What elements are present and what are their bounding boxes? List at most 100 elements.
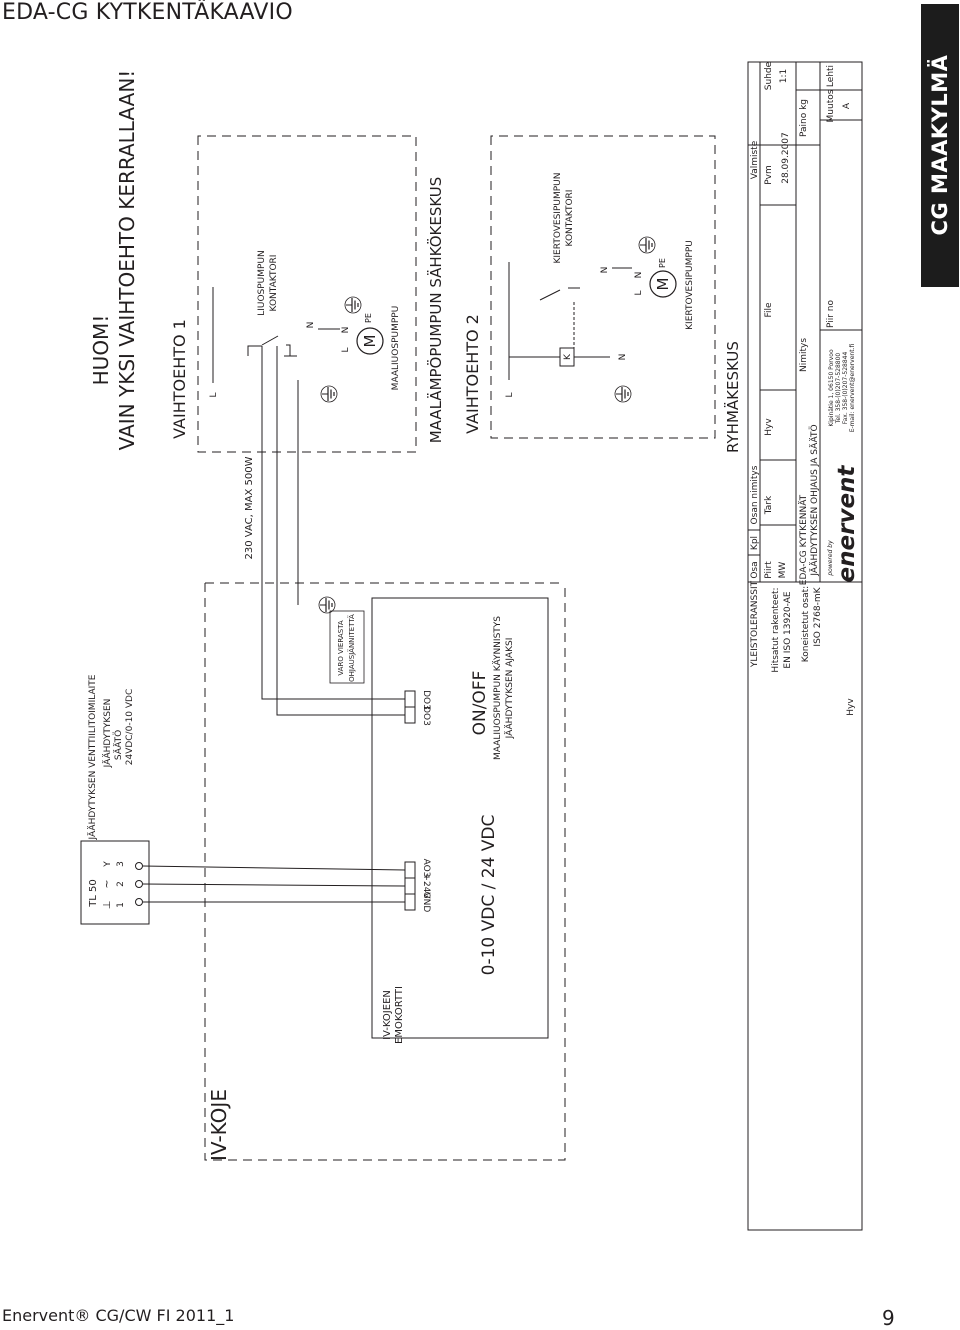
option-1-pump: MAALIUOSPUMPPU xyxy=(391,306,401,391)
option-1-contactor-2: KONTAKTORI xyxy=(269,255,279,312)
onoff-caption: ON/OFF xyxy=(470,671,490,736)
actuator-terminal-2: 2 xyxy=(116,881,126,887)
tb-address-1: Kipinätie 1, 06150 Porvoo xyxy=(828,349,835,427)
tb-paino: Paino kg xyxy=(799,99,809,137)
actuator-symbol-1: ⊥ xyxy=(102,901,113,910)
iv-unit-title: IV-KOJE xyxy=(207,1089,231,1161)
do-wires xyxy=(261,346,405,716)
option-2-contactor-2: KONTAKTORI xyxy=(565,190,575,247)
option-1-contactor-1: LIUOSPUMPUN xyxy=(257,250,267,316)
tb-desc-2: JÄÄHDYTYKSEN OHJAUS JA SÄÄTÖ xyxy=(809,424,820,576)
supply-note: 230 VAC, MAX 500W xyxy=(244,456,255,559)
tb-address-4: E-mail: enervent@enervent.fi xyxy=(849,344,856,433)
option-2-relay-n: N xyxy=(618,354,628,361)
tb-osan-nimitys: Osan nimitys xyxy=(750,465,760,524)
iv-unit-box: IV-KOJE xyxy=(204,582,566,1161)
terminal-label-do3-a: DO3 xyxy=(421,690,431,710)
option-1-title: VAIHTOEHTO 1 xyxy=(170,319,189,439)
tb-logo: enervent xyxy=(834,465,860,583)
tb-file: File xyxy=(764,302,774,318)
ground-symbol-board xyxy=(297,380,336,614)
tb-address-2: Tel. 358-(0)207-528800 xyxy=(835,353,842,425)
ao-caption: 0-10 VDC / 24 VDC xyxy=(479,815,499,976)
do-warning-2: OHJAUSJÄNNITETTÄ xyxy=(347,614,356,682)
actuator-wires xyxy=(142,865,406,903)
option-2-relay: K xyxy=(563,353,573,360)
actuator-terminal-1: 1 xyxy=(116,902,126,908)
valve-actuator: TL 50 ⊥ ~ Y 1 2 3 JÄÄHDYTYKSEN VENTTIILI… xyxy=(80,674,150,925)
motherboard: IV-KOJEEN EMOKORTTI GND +24V AO3 DO3 DO3… xyxy=(329,597,549,1044)
tb-piirt: Piirt xyxy=(764,561,774,579)
option-1-motor-n: N xyxy=(341,327,351,334)
actuator-terminal-3: 3 xyxy=(116,861,126,867)
footer-left: Enervent® CG/CW FI 2011_1 xyxy=(2,1306,235,1325)
actuator-title: JÄÄHDYTYKSEN VENTTIILITOIMILAITE xyxy=(87,674,98,840)
tb-piir-no: Piir no xyxy=(826,300,836,328)
tb-lehti: Lehti xyxy=(826,65,836,87)
option-2-motor-pe: PE xyxy=(658,258,667,268)
page-number: 9 xyxy=(882,1306,895,1330)
tb-tolerances: YLEISTOLERANSSIT xyxy=(750,580,760,668)
actuator-symbol-3: Y xyxy=(103,861,113,868)
board-label-2: EMOKORTTI xyxy=(394,986,405,1044)
tb-machined-2: ISO 2768-mK xyxy=(813,586,823,646)
terminal-label-24v: +24V xyxy=(421,873,431,899)
option-2-box: VAIHTOEHTO 2 L K N KIERTOVESIPUMPUN KONT… xyxy=(463,135,716,439)
option-1-motor-pe: PE xyxy=(364,313,373,323)
option-2-wire-l: L xyxy=(505,392,515,397)
side-tab xyxy=(921,4,959,287)
tb-pvm-value: 28.09.2007 xyxy=(781,132,791,184)
option-1-motor-l: L xyxy=(341,347,351,352)
tb-machined-1: Koneistetut osat: xyxy=(801,586,811,662)
heat-pump-center: MAALÄMPÖPUMPUN SÄHKÖKESKUS xyxy=(426,177,445,444)
tb-welded-2: EN ISO 13920-AE xyxy=(783,591,793,668)
option-2-title: VAIHTOEHTO 2 xyxy=(463,314,482,434)
terminal-label-ao3: AO3 xyxy=(421,859,431,878)
do-warning-1: VARO VIERASTA xyxy=(337,620,345,676)
option-2-motor: M xyxy=(654,278,672,291)
tb-muutos-value: A xyxy=(842,102,852,109)
notice-line-2: VAIN YKSI VAIHTOEHTO KERRALLAAN! xyxy=(115,70,139,451)
tb-osa: Osa xyxy=(750,561,760,578)
tb-welded-1: Hitsatut rakenteet: xyxy=(771,587,781,672)
option-2-pump: KIERTOVESIPUMPPU xyxy=(685,240,695,330)
option-2-motor-n: N xyxy=(634,272,644,279)
tb-address-3: Fax. 358-(0)207-528844 xyxy=(842,352,849,425)
option-2-motor-l: L xyxy=(634,290,644,295)
tb-suhde-value: 1:1 xyxy=(779,69,789,83)
do-warning: VARO VIERASTA OHJAUSJÄNNITETTÄ xyxy=(329,610,365,684)
wiring-diagram: IV-KOJE IV-KOJEEN EMOKORTTI GND +24V AO3… xyxy=(80,61,863,1231)
notice-line-1: HUOM! xyxy=(89,315,113,386)
option-2-contactor-1: KIERTOVESIPUMPUN xyxy=(553,172,563,263)
option-2-wire-n: N xyxy=(600,267,610,274)
group-center: RYHMÄKESKUS xyxy=(723,341,742,453)
ao-terminal-block: GND +24V AO3 xyxy=(404,859,431,912)
option-1-wire-n: N xyxy=(306,322,316,329)
tb-hyv-side: Hyv xyxy=(846,698,856,716)
title-block-text: Osa Kpl Osan nimitys Valmiste YLEISTOLER… xyxy=(750,61,860,715)
actuator-desc-3: 24VDC/0-10 VDC xyxy=(125,689,135,766)
tb-powered-by: powered by xyxy=(827,540,834,577)
option-1-motor: M xyxy=(361,335,379,348)
tb-hyv: Hyv xyxy=(764,418,774,436)
tb-desc-1: EDA-CG KYTKENNÄT xyxy=(798,494,809,585)
board-label-1: IV-KOJEEN xyxy=(382,990,393,1040)
option-1-wire-l: L xyxy=(209,392,219,397)
onoff-desc-2: JÄÄHDYTYKSEN AJAKSI xyxy=(504,638,515,740)
tb-muutos: Muutos xyxy=(826,89,836,122)
actuator-desc-2: SÄÄTÖ xyxy=(113,730,124,760)
tb-nimitys: Nimitys xyxy=(799,338,809,372)
tb-suhde: Suhde xyxy=(764,61,774,90)
option-1-box: VAIHTOEHTO 1 L LIUOSPUMPUN KONTAKTORI N … xyxy=(170,135,417,453)
tb-kpl: Kpl xyxy=(750,536,760,550)
do-terminal-block: DO3 DO3 xyxy=(404,690,431,726)
onoff-desc-1: MAALIUOSPUMPUN KÄYNNISTYS xyxy=(492,616,503,760)
actuator-desc-1: JÄÄHDYTYKSEN xyxy=(102,699,113,769)
title-block xyxy=(747,61,863,1231)
actuator-symbol-2: ~ xyxy=(100,879,113,888)
actuator-model: TL 50 xyxy=(88,879,99,908)
page-title: EDA-CG KYTKENTÄKAAVIO xyxy=(2,0,293,25)
tb-valmiste: Valmiste xyxy=(750,140,760,179)
tb-pvm: Pvm xyxy=(764,165,774,185)
tb-piirt-value: MW xyxy=(778,562,788,579)
